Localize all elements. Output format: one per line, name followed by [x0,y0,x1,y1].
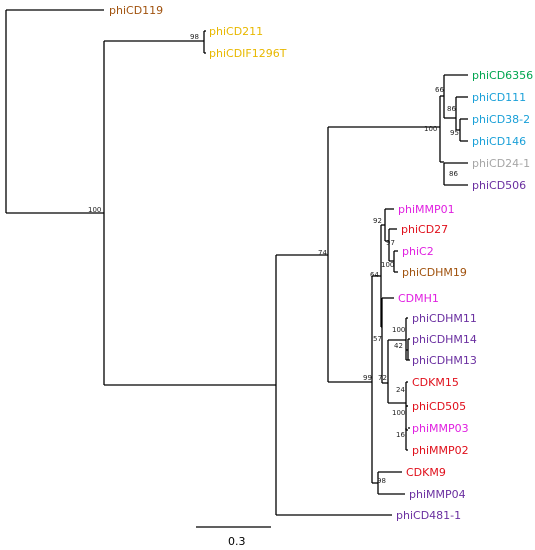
leaf-label-phiCD481-1: phiCD481-1 [396,509,461,522]
leaf-label-phiCDIF1296T: phiCDIF1296T [209,47,287,60]
bootstrap-value: 99 [363,374,372,382]
leaf-label-phiCDHM19: phiCDHM19 [402,266,467,279]
bootstrap-value: 42 [394,342,403,350]
bootstrap-value: 98 [190,33,199,41]
bootstrap-value: 100 [424,125,437,133]
bootstrap-value: 86 [449,170,458,178]
bootstrap-value: 16 [396,431,405,439]
bootstrap-value: 98 [377,477,386,485]
bootstrap-value: 64 [370,271,379,279]
leaf-label-CDKM9: CDKM9 [406,466,446,479]
leaf-label-phiCD211: phiCD211 [209,25,263,38]
leaf-label-CDMH1: CDMH1 [398,292,439,305]
bootstrap-value: 72 [378,374,387,382]
leaf-label-phiCDHM13: phiCDHM13 [412,354,477,367]
bootstrap-value: 100 [88,206,101,214]
bootstrap-value: 66 [435,86,444,94]
leaf-label-phiCD119: phiCD119 [109,4,163,17]
bootstrap-values: 98 66 86 95 100 86 100 92 97 100 74 64 1… [88,33,459,485]
bootstrap-value: 97 [386,239,395,247]
leaf-label-phiCDHM14: phiCDHM14 [412,333,477,346]
leaf-label-phiMMP02: phiMMP02 [412,444,469,457]
leaf-label-phiMMP04: phiMMP04 [409,488,466,501]
bootstrap-value: 100 [381,261,394,269]
bootstrap-value: 100 [392,409,405,417]
leaf-label-phiCD111: phiCD111 [472,91,526,104]
tree-branches [5,9,468,528]
leaf-label-phiCD27: phiCD27 [401,223,448,236]
leaf-label-phiMMP03: phiMMP03 [412,422,469,435]
bootstrap-value: 57 [373,335,382,343]
leaf-label-phiCD505: phiCD505 [412,400,466,413]
bootstrap-value: 74 [318,249,327,257]
bootstrap-value: 92 [373,217,382,225]
leaf-label-CDKM15: CDKM15 [412,376,459,389]
bootstrap-value: 86 [447,105,456,113]
leaf-label-phiCD38-2: phiCD38-2 [472,113,530,126]
bootstrap-value: 95 [450,129,459,137]
leaf-label-phiCD6356: phiCD6356 [472,69,533,82]
bootstrap-value: 24 [396,386,405,394]
leaf-label-phiCD146: phiCD146 [472,135,526,148]
leaf-label-phiCDHM11: phiCDHM11 [412,312,477,325]
scale-bar-label: 0.3 [228,535,246,548]
leaf-label-phiC2: phiC2 [402,245,434,258]
leaf-label-phiCD506: phiCD506 [472,179,526,192]
leaf-label-phiCD24-1: phiCD24-1 [472,157,530,170]
leaf-labels: phiCD119 phiCD211 phiCDIF1296T phiCD6356… [109,4,533,522]
bootstrap-value: 100 [392,326,405,334]
leaf-label-phiMMP01: phiMMP01 [398,203,455,216]
